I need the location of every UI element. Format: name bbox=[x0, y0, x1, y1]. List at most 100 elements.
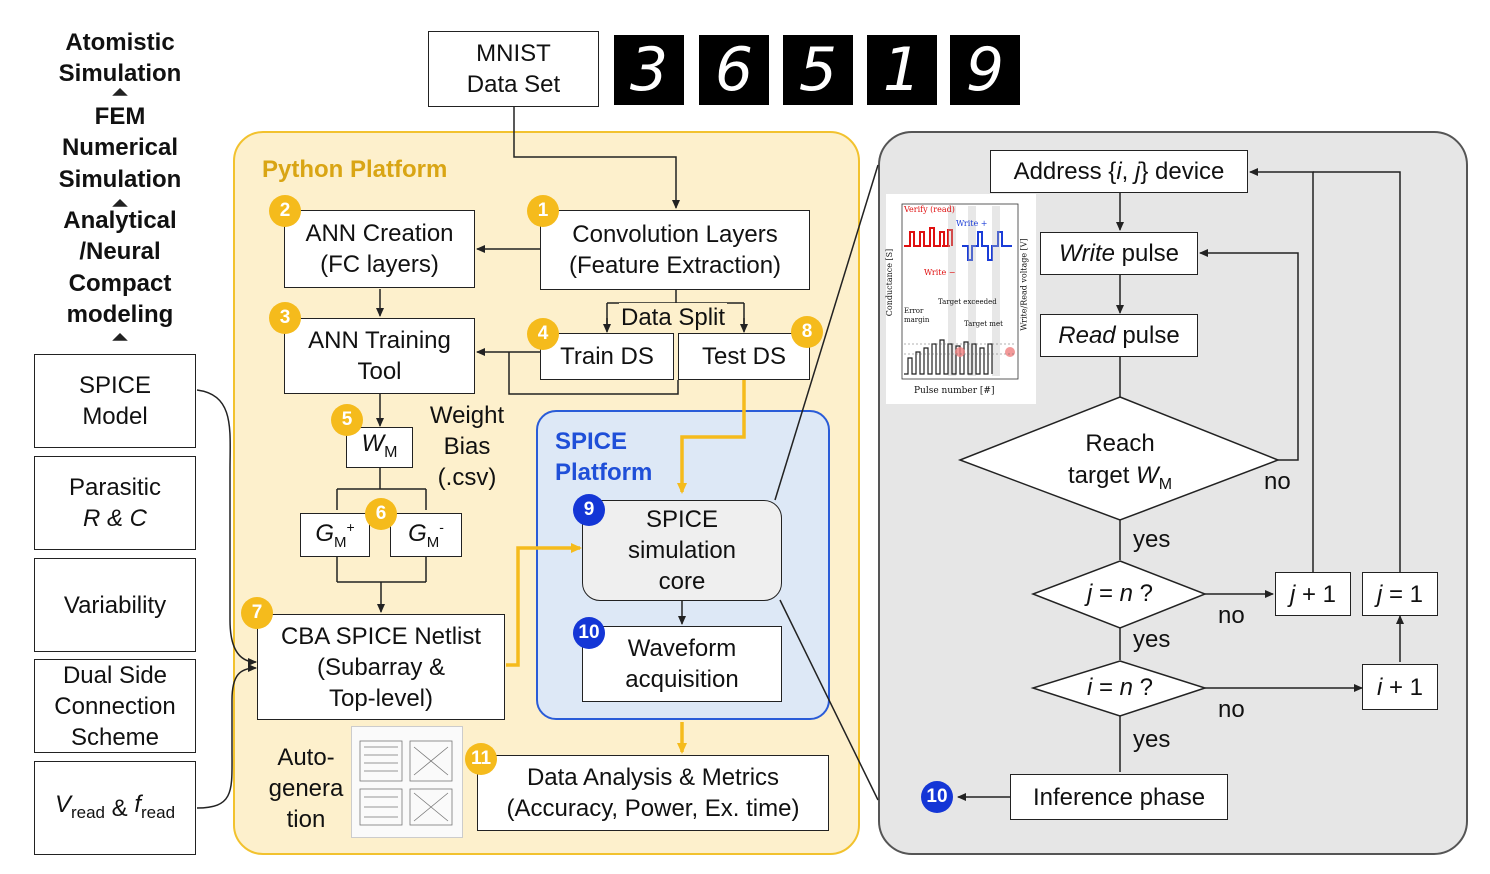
step-badge-3: 3 bbox=[269, 302, 301, 334]
weight-bias-line2: Bias bbox=[443, 433, 491, 460]
netlist-line2: (Subarray & bbox=[316, 653, 446, 681]
ann-training-box: ANN Training Tool bbox=[284, 318, 475, 394]
spice-title-line1: SPICE bbox=[555, 428, 628, 455]
spice-core-box: SPICE simulation core bbox=[582, 500, 782, 601]
mnist-line1: MNIST bbox=[476, 40, 551, 67]
conv-line1: Convolution Layers bbox=[572, 221, 778, 248]
step-badge-11: 11 bbox=[465, 743, 497, 775]
mnist-digit-image: 6 bbox=[699, 35, 769, 105]
mnist-line2: Data Set bbox=[466, 71, 561, 98]
netlist-line3: Top-level) bbox=[328, 684, 434, 712]
read-pulse-box: Read pulse bbox=[1040, 314, 1198, 357]
yes-label-reach: yes bbox=[1133, 526, 1171, 553]
address-device-box: Address {i, j} device bbox=[990, 150, 1248, 193]
step-badge-5: 5 bbox=[331, 404, 363, 436]
i-plus-one-label: i + 1 bbox=[1376, 673, 1424, 701]
write-pulse-box: Write pulse bbox=[1040, 232, 1198, 275]
verify-read-label: Verify (read) bbox=[904, 205, 955, 214]
yes-label-j: yes bbox=[1133, 626, 1171, 653]
target-met-label: Target met bbox=[964, 320, 1003, 328]
gm-plus-box: GM+ bbox=[300, 513, 370, 557]
analysis-line1: Data Analysis & Metrics bbox=[526, 764, 780, 791]
no-label-j: no bbox=[1218, 602, 1245, 629]
gm-plus-label: GM+ bbox=[315, 519, 355, 551]
voltage-axis-label: Write/Read voltage [V] bbox=[1019, 238, 1029, 331]
stage-neural: /Neural bbox=[79, 238, 161, 265]
step-badge-10: 10 bbox=[573, 617, 605, 649]
parasitic-box: Parasitic R & C bbox=[34, 456, 196, 550]
stage-compact: Compact bbox=[68, 270, 172, 297]
mnist-digit-image: 1 bbox=[867, 35, 937, 105]
conv-line2: (Feature Extraction) bbox=[568, 252, 782, 279]
convolution-layers-box: Convolution Layers (Feature Extraction) bbox=[540, 210, 810, 290]
core-line1: SPICE bbox=[645, 506, 719, 533]
inference-label: Inference phase bbox=[1032, 783, 1206, 811]
ann-creation-line1: ANN Creation bbox=[305, 220, 454, 247]
yes-label-i: yes bbox=[1133, 726, 1171, 753]
wm-box: WM bbox=[346, 427, 413, 468]
address-label: Address {i, j} device bbox=[1013, 158, 1225, 185]
python-platform-title: Python Platform bbox=[262, 156, 448, 183]
stage-modeling: modeling bbox=[66, 301, 174, 328]
auto-line1: Auto- bbox=[277, 744, 335, 771]
inference-phase-box: Inference phase bbox=[1010, 774, 1228, 820]
dual-side-box: Dual Side Connection Scheme bbox=[34, 659, 196, 753]
stage-simulation-2: Simulation bbox=[58, 166, 182, 193]
ann-training-line2: Tool bbox=[357, 358, 402, 385]
waveform-box: Waveform acquisition bbox=[582, 626, 782, 702]
spice-platform-title: SPICE Platform bbox=[555, 426, 652, 488]
mnist-digit-image: 3 bbox=[614, 35, 684, 105]
spice-model-line1: SPICE bbox=[78, 372, 152, 399]
inference-badge-10: 10 bbox=[921, 781, 953, 813]
amp-label: & bbox=[105, 794, 135, 822]
j-equals-one-label: j = 1 bbox=[1376, 580, 1424, 608]
reach-line2: target WM bbox=[1067, 462, 1173, 493]
step-badge-8: 8 bbox=[791, 316, 823, 348]
i-plus-one-box: i + 1 bbox=[1362, 664, 1438, 710]
pulse-number-label: Pulse number [#] bbox=[914, 386, 995, 396]
ann-creation-box: ANN Creation (FC layers) bbox=[284, 210, 475, 288]
stage-fem: FEM bbox=[94, 103, 146, 130]
train-ds-label: Train DS bbox=[560, 343, 654, 370]
netlist-thumbnail-image bbox=[351, 726, 463, 838]
dual-side-line2: Connection bbox=[54, 692, 176, 720]
test-ds-label: Test DS bbox=[701, 343, 787, 370]
parasitic-line1: Parasitic bbox=[68, 474, 162, 501]
netlist-box: CBA SPICE Netlist (Subarray & Top-level) bbox=[257, 614, 505, 720]
step-badge-9: 9 bbox=[573, 494, 605, 526]
core-line3: core bbox=[658, 568, 706, 595]
step-badge-6: 6 bbox=[365, 498, 397, 530]
waveform-line2: acquisition bbox=[625, 666, 739, 693]
stage-numerical: Numerical bbox=[61, 134, 179, 161]
stage-simulation-1: Simulation bbox=[58, 60, 182, 87]
stage-analytical: Analytical bbox=[63, 207, 177, 234]
weight-bias-line1: Weight bbox=[429, 402, 505, 429]
dual-side-line1: Dual Side bbox=[62, 661, 168, 689]
vread-fread-box: Vread & fread bbox=[34, 761, 196, 855]
stage-atomistic: Atomistic bbox=[65, 29, 175, 56]
no-label-reach: no bbox=[1264, 468, 1291, 495]
write-pulse-label: Write pulse bbox=[1058, 240, 1180, 267]
gm-minus-box: GM- bbox=[390, 513, 462, 557]
reach-line1: Reach bbox=[1085, 430, 1155, 457]
gm-minus-label: GM- bbox=[408, 519, 444, 551]
target-exceeded-label: Target exceeded bbox=[938, 298, 997, 306]
spice-model-box: SPICE Model bbox=[34, 354, 196, 448]
netlist-line1: CBA SPICE Netlist bbox=[280, 622, 482, 650]
weight-bias-label: Weight Bias (.csv) bbox=[420, 400, 514, 493]
dual-side-line3: Scheme bbox=[70, 723, 160, 751]
train-ds-box: Train DS bbox=[540, 333, 674, 380]
data-analysis-box: Data Analysis & Metrics (Accuracy, Power… bbox=[477, 755, 829, 831]
auto-line2: genera bbox=[268, 775, 344, 802]
mnist-digit-image: 9 bbox=[950, 35, 1020, 105]
step-badge-7: 7 bbox=[241, 597, 273, 629]
spice-title-line2: Platform bbox=[555, 459, 653, 486]
variability-box: Variability bbox=[34, 558, 196, 652]
spice-model-line2: Model bbox=[82, 403, 148, 430]
ann-creation-line2: (FC layers) bbox=[320, 251, 439, 278]
j-plus-one-box: j + 1 bbox=[1275, 572, 1351, 616]
autogeneration-label: Auto- genera tion bbox=[268, 742, 344, 835]
wm-label: WM bbox=[361, 429, 398, 461]
weight-bias-line3: (.csv) bbox=[437, 464, 497, 491]
